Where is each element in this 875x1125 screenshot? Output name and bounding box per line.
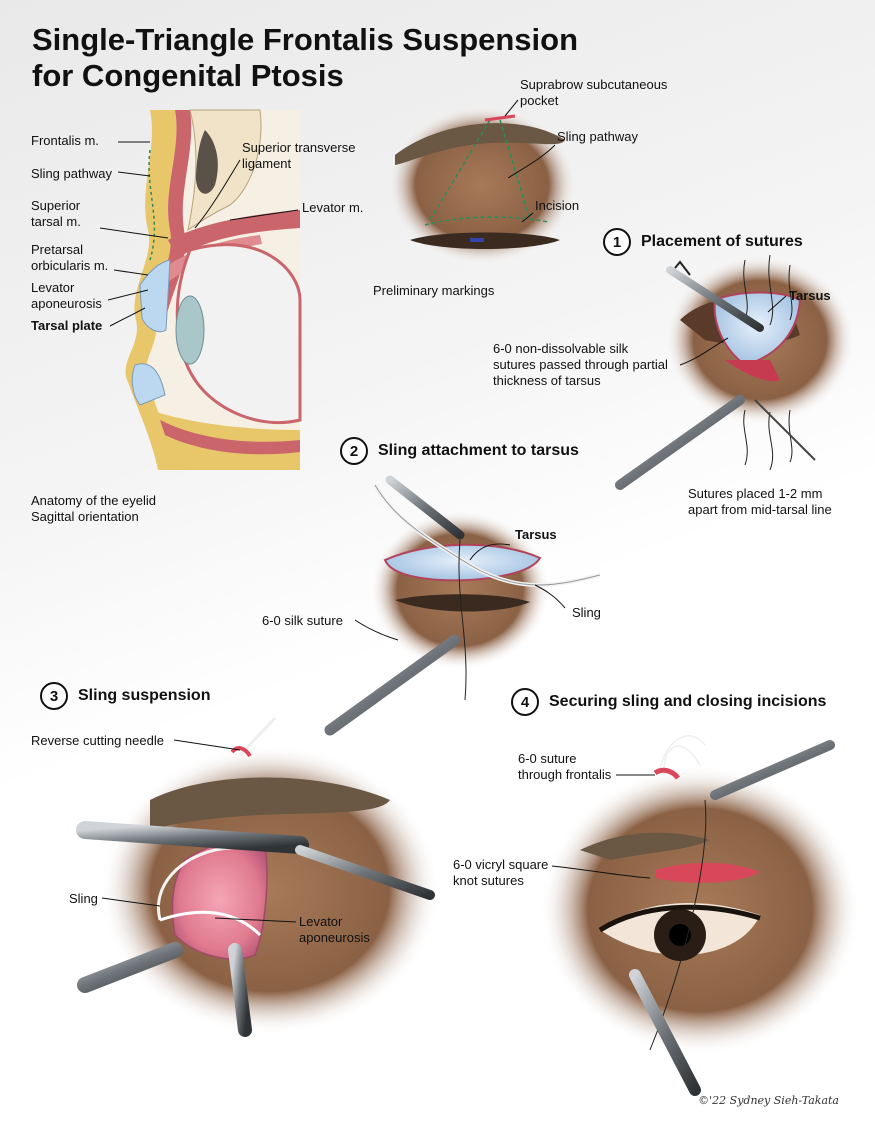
step4-number: 4 bbox=[511, 688, 539, 716]
step3-label-sling: Sling bbox=[69, 891, 98, 906]
step1-number: 1 bbox=[603, 228, 631, 256]
preliminary-markings-eye bbox=[387, 99, 577, 265]
step2-title: Sling attachment to tarsus bbox=[378, 442, 579, 459]
artist-signature: ©'22 Sydney Sieh-Takata bbox=[698, 1094, 839, 1107]
label-levator-aponeurosis-2: aponeurosis bbox=[31, 296, 102, 311]
step4-label-vicryl-2: knot sutures bbox=[453, 873, 524, 888]
step4-title: Securing sling and closing incisions bbox=[549, 693, 827, 710]
anatomy-caption-2: Sagittal orientation bbox=[31, 509, 139, 524]
step3-eye bbox=[76, 716, 440, 1037]
label-superior-tarsal-1: Superior bbox=[31, 198, 81, 213]
label-sling-pathway-anatomy: Sling pathway bbox=[31, 166, 112, 181]
step3-number: 3 bbox=[40, 682, 68, 710]
step3-heading: 3 Sling suspension bbox=[40, 682, 210, 710]
step3-label-levator-2: aponeurosis bbox=[299, 930, 370, 945]
label-levator-m: Levator m. bbox=[302, 200, 364, 215]
step1-heading: 1 Placement of sutures bbox=[603, 228, 803, 256]
step2-number: 2 bbox=[340, 437, 368, 465]
step4-eye bbox=[540, 735, 860, 1096]
step3-label-levator-1: Levator bbox=[299, 914, 343, 929]
label-pretarsal-1: Pretarsal bbox=[31, 242, 84, 257]
anatomy-caption-1: Anatomy of the eyelid bbox=[31, 493, 157, 508]
step1-eye bbox=[615, 254, 855, 490]
step4-label-vicryl-1: 6-0 vicryl square bbox=[453, 857, 549, 872]
step1-label-tarsus: Tarsus bbox=[789, 288, 831, 303]
step2-label-silk: 6-0 silk suture bbox=[262, 613, 343, 628]
step1-note-2: sutures passed through partial bbox=[493, 357, 668, 372]
label-incision: Incision bbox=[535, 198, 580, 213]
label-suprabrow-1: Suprabrow subcutaneous bbox=[520, 77, 668, 92]
step4-heading: 4 Securing sling and closing incisions bbox=[511, 688, 826, 716]
label-pretarsal-2: orbicularis m. bbox=[31, 258, 109, 273]
label-superior-tarsal-2: tarsal m. bbox=[31, 214, 81, 229]
eyelid-sagittal-section bbox=[99, 109, 302, 470]
step1-note-3: thickness of tarsus bbox=[493, 373, 601, 388]
step2-label-sling: Sling bbox=[572, 605, 601, 620]
step2-label-tarsus: Tarsus bbox=[515, 527, 557, 542]
step2-eye bbox=[324, 475, 601, 736]
step3-title: Sling suspension bbox=[78, 687, 211, 704]
step1-title: Placement of sutures bbox=[641, 233, 803, 250]
label-suprabrow-2: pocket bbox=[520, 93, 559, 108]
step4-label-frontalis-1: 6-0 suture bbox=[518, 751, 577, 766]
label-sling-pathway-markings: Sling pathway bbox=[557, 129, 638, 144]
step3-label-needle: Reverse cutting needle bbox=[31, 733, 164, 748]
label-superior-transverse-2: ligament bbox=[242, 156, 292, 171]
label-tarsal-plate: Tarsal plate bbox=[31, 318, 103, 333]
step2-heading: 2 Sling attachment to tarsus bbox=[340, 437, 579, 465]
step1-note2-1: Sutures placed 1-2 mm bbox=[688, 486, 823, 501]
label-frontalis: Frontalis m. bbox=[31, 133, 99, 148]
markings-caption: Preliminary markings bbox=[373, 283, 495, 298]
label-superior-transverse-1: Superior transverse bbox=[242, 140, 356, 155]
step1-note-1: 6-0 non-dissolvable silk bbox=[493, 341, 629, 356]
label-levator-aponeurosis-1: Levator bbox=[31, 280, 75, 295]
title-line-2: for Congenital Ptosis bbox=[32, 58, 344, 93]
step1-note2-2: apart from mid-tarsal line bbox=[688, 502, 832, 517]
page-title: Single-Triangle Frontalis Suspension for… bbox=[32, 22, 578, 94]
title-line-1: Single-Triangle Frontalis Suspension bbox=[32, 22, 579, 57]
step4-label-frontalis-2: through frontalis bbox=[518, 767, 612, 782]
